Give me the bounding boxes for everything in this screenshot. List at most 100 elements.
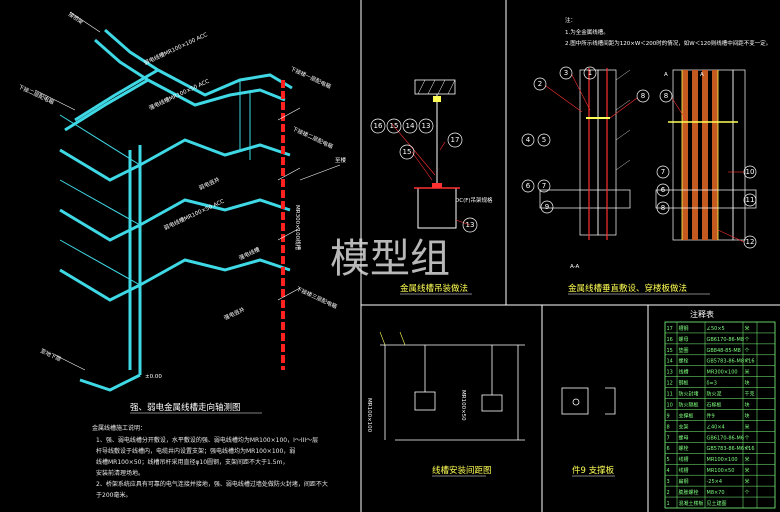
label-riser-weak: 弱电竖井	[197, 175, 221, 192]
label-top-route: 接桥架	[67, 10, 86, 26]
table-cell: 米	[745, 369, 750, 376]
table-cell: 见土建图	[707, 500, 727, 507]
table-cell: 米	[745, 467, 750, 474]
watermark-text: 模型组	[330, 236, 450, 282]
iso-note-line-3: 线槽MR100×50；线槽吊杆采用直径φ10圆钢，支架间距不大于1.5m，	[96, 458, 288, 466]
spacing-caption: 线槽安装间距图	[432, 465, 492, 476]
hanger-callout-4: 13	[422, 122, 431, 130]
table-cell: 混凝土楼板	[679, 500, 704, 507]
panel-borders	[360, 0, 780, 512]
table-title: 注释表	[690, 309, 714, 319]
vert-callout-l5: 5	[542, 136, 546, 144]
table-cell: 线槽	[679, 369, 689, 376]
table-cell: 螺栓	[679, 445, 689, 452]
table-cell: 米	[745, 325, 750, 332]
table-cell: ∠40×4	[707, 424, 725, 430]
spacing-detail: MR100×100 MR100×50 线槽安装间距图	[366, 331, 525, 477]
hanger-caption: 金属线槽吊装做法	[400, 283, 468, 294]
table-cell: MR300×100	[707, 370, 738, 376]
hanger-note: DC(F)吊架规格	[455, 196, 493, 204]
table-cell: 支撑板	[679, 412, 694, 419]
table-cell: 垫圈	[679, 347, 689, 354]
table-cell: 个	[745, 359, 750, 365]
table-cell: 块	[745, 380, 750, 387]
table-cell: MR100×100	[707, 457, 738, 463]
label-bottom-left: 至地下层	[39, 347, 63, 364]
table-cell: -25×4	[707, 479, 723, 485]
table-cell: 膨胀螺栓	[679, 489, 699, 496]
isometric-diagram: 接桥架 弱电线槽MR100×100 ACC 强电线槽MR100×50 ACC 下…	[17, 10, 346, 499]
table-cell: 8	[667, 424, 670, 430]
vert-callout-r7: 8	[661, 204, 665, 212]
table-cell: GB6170-86-M8	[707, 337, 745, 343]
iso-note-line-2: 杆导线敷设于线槽内，电缆井内设置支架；强电线槽均为MR100×100，弱	[96, 447, 295, 455]
vert-callout-l9: 9	[545, 203, 549, 211]
hanger-callout-5: 17	[451, 136, 460, 144]
hanger-callout-3: 14	[406, 122, 415, 130]
table-cell: 13	[667, 370, 673, 376]
section-mark-right-2: A	[700, 72, 704, 78]
vert-callout-l3: 1	[588, 69, 592, 77]
hanger-callouts	[370, 118, 478, 233]
iso-notes-title: 金属线槽施工说明：	[92, 424, 146, 432]
iso-note-line-4: 安装前清理场地。	[96, 469, 144, 477]
hanger-detail: 16 15 14 13 17 15 13 DC(F)吊架规格 金属线槽吊装做法	[370, 79, 493, 295]
section-left-label: A-A	[570, 264, 580, 270]
hanger-callout-1: 16	[374, 122, 383, 130]
label-riser-strong: 强电竖井	[222, 305, 246, 322]
table-cell: 支架	[679, 423, 689, 430]
table-cell: 14	[667, 359, 673, 365]
table-cell: 个	[745, 446, 750, 452]
table-cell: 10	[667, 402, 673, 408]
label-floor-mid: 下接楼二层配电箱	[291, 125, 335, 151]
label-branch-1: 下接二层配电箱	[17, 83, 56, 107]
table-cell: 千克	[745, 391, 755, 398]
cable-tray-thin	[59, 80, 251, 286]
label-trunk-a: 弱电线槽MR100×100 ACC	[142, 30, 208, 67]
vertical-intro-line-1: 1.为全金属线槽。	[565, 28, 609, 36]
vert-callout-l2: 3	[564, 69, 568, 77]
table-cell: GB5783-86-M8×16	[707, 359, 755, 365]
table-cell: δ=3	[707, 381, 717, 387]
iso-leaders	[34, 11, 341, 371]
table-cell: 2	[667, 490, 670, 496]
table-cell: 钢板	[679, 380, 689, 387]
vert-callout-r2: 7	[661, 168, 665, 176]
table-cell: 个	[745, 337, 750, 343]
table-cell: GB848-85-M8	[707, 348, 741, 354]
table-cell: 防火隔板	[679, 401, 699, 408]
table-cell: 线槽	[679, 456, 689, 463]
table-cell: 7	[667, 435, 670, 441]
table-cell: 块	[745, 401, 750, 408]
vertical-caption: 金属线槽垂直敷设、穿楼板做法	[568, 283, 687, 294]
table-cell: GB5783-86-M6×16	[707, 446, 755, 452]
table-cell: 槽钢	[679, 325, 689, 332]
iso-note-line-5: 2、桥架系统应具有可靠的电气连接并接地，强、弱电线槽过墙处做防火封堵，间距不大	[96, 480, 328, 488]
vertical-intro-line-2: 2.图中所示线槽间距为120×W＜200时的情况，如W＜120则线槽中间距不变一…	[565, 39, 771, 47]
table-cell: 扁钢	[679, 478, 689, 485]
label-floor-top: 下接楼一层配电箱	[289, 65, 333, 91]
vert-callout-l4: 4	[526, 136, 531, 144]
table-cell: 螺栓	[679, 358, 689, 365]
bracket-caption: 件9 支撑板	[572, 465, 615, 476]
vertical-intro-title: 注：	[565, 16, 576, 24]
label-elev: ±0.00	[145, 374, 162, 380]
vert-callout-r3: 6	[661, 186, 666, 194]
riser-ticks	[277, 107, 301, 301]
table-cell: 11	[667, 392, 673, 398]
vert-callout-l8: 8	[641, 92, 645, 100]
label-right-arrow: 至楼	[335, 156, 347, 164]
iso-note-line-1: 1、强、弱电线槽分开敷设，水平敷设的强、弱电线槽均为MR100×100，I～II…	[96, 436, 318, 444]
table-cell: 3	[667, 479, 670, 485]
table-cell: 防火泥	[707, 391, 722, 398]
table-cell: 4	[667, 468, 670, 474]
table-cell: GB6170-86-M6	[707, 435, 745, 441]
vert-callout-l7: 7	[542, 182, 546, 190]
bracket-detail: 件9 支撑板	[561, 387, 616, 477]
label-riser-note: MR300×100线槽	[294, 205, 302, 251]
vert-callout-l1: 2	[538, 80, 542, 88]
vert-callout-r1: 8	[664, 92, 668, 100]
cable-tray-routes	[59, 28, 293, 392]
table-cell: 个	[745, 435, 750, 441]
